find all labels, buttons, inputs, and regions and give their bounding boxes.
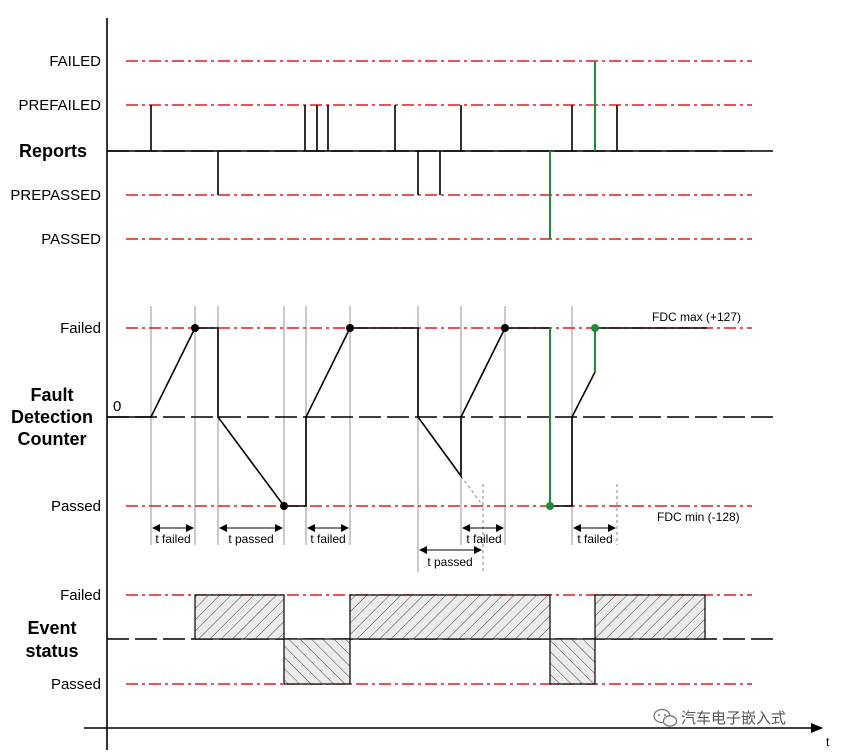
event-title-line1: Event xyxy=(27,618,76,638)
fdc-section: Failed Fault Detection Counter 0 Passed … xyxy=(11,306,775,572)
t-failed-label: t failed xyxy=(310,532,345,546)
fdc-passed-label: Passed xyxy=(51,498,101,515)
timing-annotations: t failed t passed t failed t failed t pa… xyxy=(152,524,616,569)
fdc-title-line2: Detection xyxy=(11,407,93,427)
watermark: 汽车电子嵌入式 xyxy=(653,708,786,727)
fdc-max-point xyxy=(191,324,199,332)
event-failed-block xyxy=(194,594,285,640)
fdc-trace-after-reset xyxy=(550,371,596,507)
t-failed-label: t failed xyxy=(155,532,190,546)
event-title-line2: status xyxy=(25,641,78,661)
t-passed-label: t passed xyxy=(228,532,273,546)
fdc-failed-label: Failed xyxy=(60,320,101,337)
event-passed-label: Passed xyxy=(51,676,101,693)
fdc-min-point-highlight xyxy=(546,502,554,510)
fdc-title-line1: Fault xyxy=(31,385,74,405)
watermark-text: 汽车电子嵌入式 xyxy=(681,709,786,727)
reports-section: FAILED PREFAILED Reports PREPASSED PASSE… xyxy=(10,53,775,248)
event-failed-label: Failed xyxy=(60,587,101,604)
fdc-min-point xyxy=(280,502,288,510)
event-passed-block xyxy=(283,638,351,685)
time-axis-label: t xyxy=(826,735,830,749)
wechat-icon xyxy=(653,708,678,727)
fdc-max-point-highlight xyxy=(591,324,599,332)
fdc-zero-label: 0 xyxy=(113,398,121,415)
fdc-title-line3: Counter xyxy=(18,429,87,449)
prefailed-report-label: PREFAILED xyxy=(18,97,101,114)
t-passed-label: t passed xyxy=(427,555,472,569)
passed-report-label: PASSED xyxy=(41,231,101,248)
fdc-max-point xyxy=(346,324,354,332)
fdc-trace xyxy=(107,327,550,507)
fdc-max-point xyxy=(501,324,509,332)
t-failed-label: t failed xyxy=(466,532,501,546)
timing-guides xyxy=(150,306,618,572)
fdc-min-label: FDC min (-128) xyxy=(657,510,740,524)
event-failed-block xyxy=(349,594,551,640)
reports-title: Reports xyxy=(19,141,87,161)
fdc-max-label: FDC max (+127) xyxy=(652,310,741,324)
event-status-section: Failed Event status Passed xyxy=(25,587,775,693)
event-passed-block xyxy=(549,638,596,685)
report-pulses xyxy=(107,105,752,195)
t-failed-label: t failed xyxy=(577,532,612,546)
event-failed-block xyxy=(594,594,706,640)
failed-report-label: FAILED xyxy=(49,53,101,70)
prepassed-report-label: PREPASSED xyxy=(10,187,101,204)
